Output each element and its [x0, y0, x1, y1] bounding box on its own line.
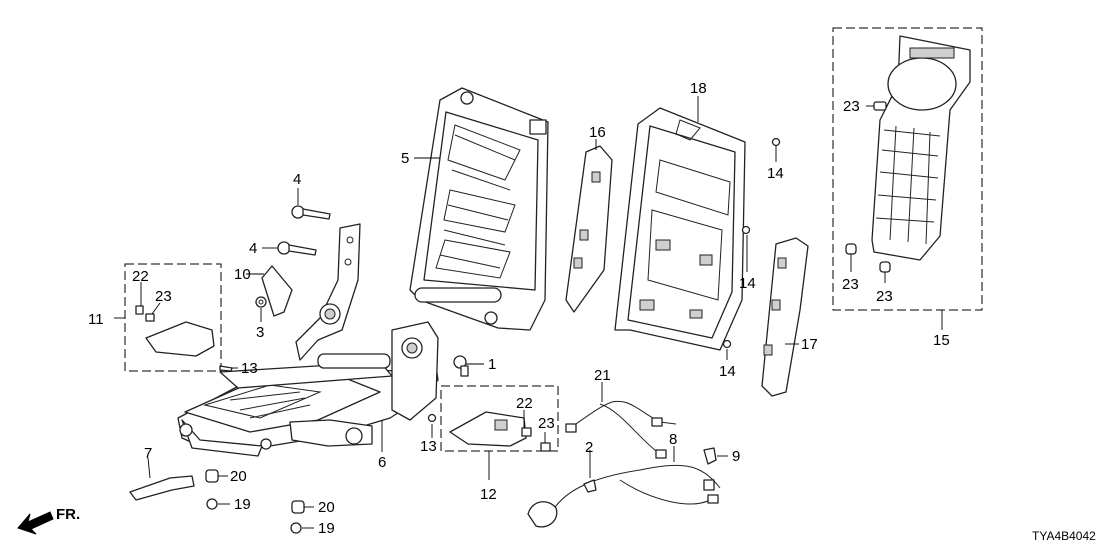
callout-17: 17 — [801, 336, 818, 353]
clip-14-low — [722, 339, 732, 349]
callout-14-low: 14 — [719, 363, 736, 380]
group-box-12 — [440, 385, 559, 452]
callout-5: 5 — [401, 150, 409, 167]
clip-23-left — [845, 243, 857, 255]
callout-3: 3 — [256, 324, 264, 341]
callout-11: 11 — [88, 311, 104, 328]
clip-10 — [703, 447, 717, 465]
callout-22-box12: 22 — [516, 395, 533, 412]
callout-7: 7 — [144, 445, 152, 462]
screw-19-left — [206, 498, 218, 510]
cap-20-left — [205, 469, 219, 483]
bolt-4-upper — [291, 205, 331, 220]
callout-16: 16 — [589, 124, 606, 141]
strap-9 — [261, 265, 293, 317]
bolt-4-lower — [277, 241, 317, 256]
callout-23-box12: 23 — [538, 415, 555, 432]
screw-19-right — [290, 522, 302, 534]
clip-23-top — [873, 101, 887, 111]
harness-21 — [565, 400, 677, 459]
clip-14-top — [771, 137, 781, 147]
back-side-trim-17 — [761, 237, 809, 397]
screw-13-left — [219, 365, 233, 372]
group-box-15 — [832, 27, 983, 311]
seat-cushion-frame — [177, 223, 439, 457]
callout-14-top: 14 — [767, 165, 784, 182]
callout-4-upper: 4 — [293, 171, 301, 188]
seatback-frame — [409, 87, 549, 331]
bolt-1 — [453, 355, 469, 377]
callout-20-right: 20 — [318, 499, 335, 516]
front-marker-label: FR. — [56, 506, 80, 523]
diagram-code: TYA4B4042 — [1032, 529, 1096, 543]
bracket-11 — [135, 305, 215, 357]
callout-13-left: 13 — [241, 360, 258, 377]
nut-3 — [255, 296, 267, 308]
callout-19-right: 19 — [318, 520, 335, 537]
callout-6: 6 — [378, 454, 386, 471]
cable-8 — [527, 464, 721, 528]
clip-2 — [583, 479, 597, 493]
callout-23-box11: 23 — [155, 288, 172, 305]
callout-21: 21 — [594, 367, 611, 384]
callout-9: 10 — [234, 266, 251, 283]
callout-4-lower: 4 — [249, 240, 257, 257]
screw-13-right — [427, 413, 437, 423]
callout-18: 18 — [690, 80, 707, 97]
callout-12: 12 — [480, 486, 497, 503]
callout-20-left: 20 — [230, 468, 247, 485]
cap-20-right — [291, 500, 305, 514]
seatback-trim-cover — [871, 35, 971, 261]
callout-23-box15-left: 23 — [842, 276, 859, 293]
clip-14-mid — [741, 225, 751, 235]
callout-1: 1 — [488, 356, 496, 373]
back-side-trim-16 — [565, 145, 613, 313]
callout-13-right: 13 — [420, 438, 437, 455]
front-direction-arrow: FR. — [17, 506, 80, 535]
callout-8: 8 — [669, 431, 677, 448]
group-box-11 — [124, 263, 222, 372]
callout-10: 9 — [732, 448, 740, 465]
callout-22-box11: 22 — [132, 268, 149, 285]
callout-14-mid: 14 — [739, 275, 756, 292]
clip-23-right — [879, 261, 891, 273]
callout-23-box15-top: 23 — [843, 98, 860, 115]
callout-15: 15 — [933, 332, 950, 349]
seatback-rear-panel — [614, 107, 746, 351]
callout-2: 2 — [585, 439, 593, 456]
callout-23-box15-right: 23 — [876, 288, 893, 305]
callout-19-left: 19 — [234, 496, 251, 513]
strap-7 — [129, 475, 195, 501]
bracket-12 — [449, 411, 551, 452]
